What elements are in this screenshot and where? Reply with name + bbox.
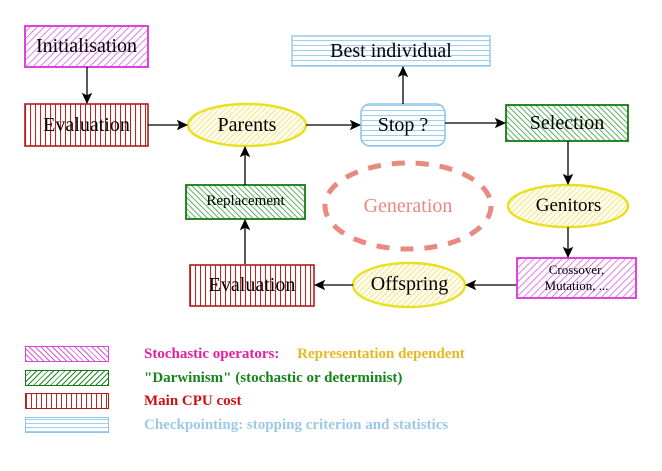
legend-row: Main CPU cost (25, 390, 242, 412)
legend-text-primary: Main CPU cost (144, 392, 242, 409)
genitors-label: Genitors (535, 194, 602, 216)
legend-label-checkpointing: Checkpointing: stopping criterion and st… (144, 417, 448, 434)
selection-label: Selection (529, 111, 605, 134)
legend-row: Stochastic operators: Representation dep… (25, 343, 465, 365)
stop-box (360, 103, 446, 147)
offspring-ellipse (351, 261, 467, 309)
legend-label-darwinism: "Darwinism" (stochastic or determinist) (144, 370, 402, 387)
replacement-label: Replacement (206, 193, 285, 210)
legend-text-primary: "Darwinism" (stochastic or determinist) (144, 369, 403, 386)
stop-label: Stop ? (377, 113, 429, 136)
legend-swatch-darwinism (25, 370, 109, 386)
evaluation-bottom-box (189, 264, 315, 307)
selection-box (505, 104, 629, 142)
parents-label: Parents (217, 113, 277, 136)
offspring-label: Offspring (370, 273, 449, 295)
crossover-label: Crossover, Mutation, ... (544, 261, 609, 293)
legend-swatch-main-cpu-cost (25, 393, 109, 409)
legend-text-secondary: Representation dependent (297, 345, 465, 362)
legend-label-stochastic-operators: Stochastic operators: Representation dep… (144, 346, 465, 363)
legend-text-primary: Stochastic operators: (144, 345, 280, 362)
legend-swatch-checkpointing (25, 417, 109, 433)
legend-row: "Darwinism" (stochastic or determinist) (25, 367, 402, 389)
evaluation-bottom-label: Evaluation (208, 274, 296, 296)
generation-label: Generation (363, 194, 453, 217)
replacement-box (185, 184, 306, 220)
evaluation-top-box (24, 103, 149, 147)
initialisation-box (24, 25, 149, 68)
legend-text-primary: Checkpointing: stopping criterion and st… (144, 416, 449, 433)
genitors-ellipse (506, 183, 630, 229)
best-individual-label: Best individual (330, 39, 452, 62)
legend-swatch-stochastic-operators (25, 346, 109, 362)
crossover-box (516, 257, 637, 299)
legend-label-main-cpu-cost: Main CPU cost (144, 393, 242, 410)
legend-row: Checkpointing: stopping criterion and st… (25, 414, 448, 436)
evaluation-top-label: Evaluation (43, 113, 130, 136)
best-individual-box (291, 35, 491, 67)
initialisation-label: Initialisation (35, 35, 138, 57)
parents-ellipse (186, 102, 308, 148)
legend: Stochastic operators: Representation dep… (0, 334, 662, 471)
generation-ellipse (322, 160, 494, 252)
